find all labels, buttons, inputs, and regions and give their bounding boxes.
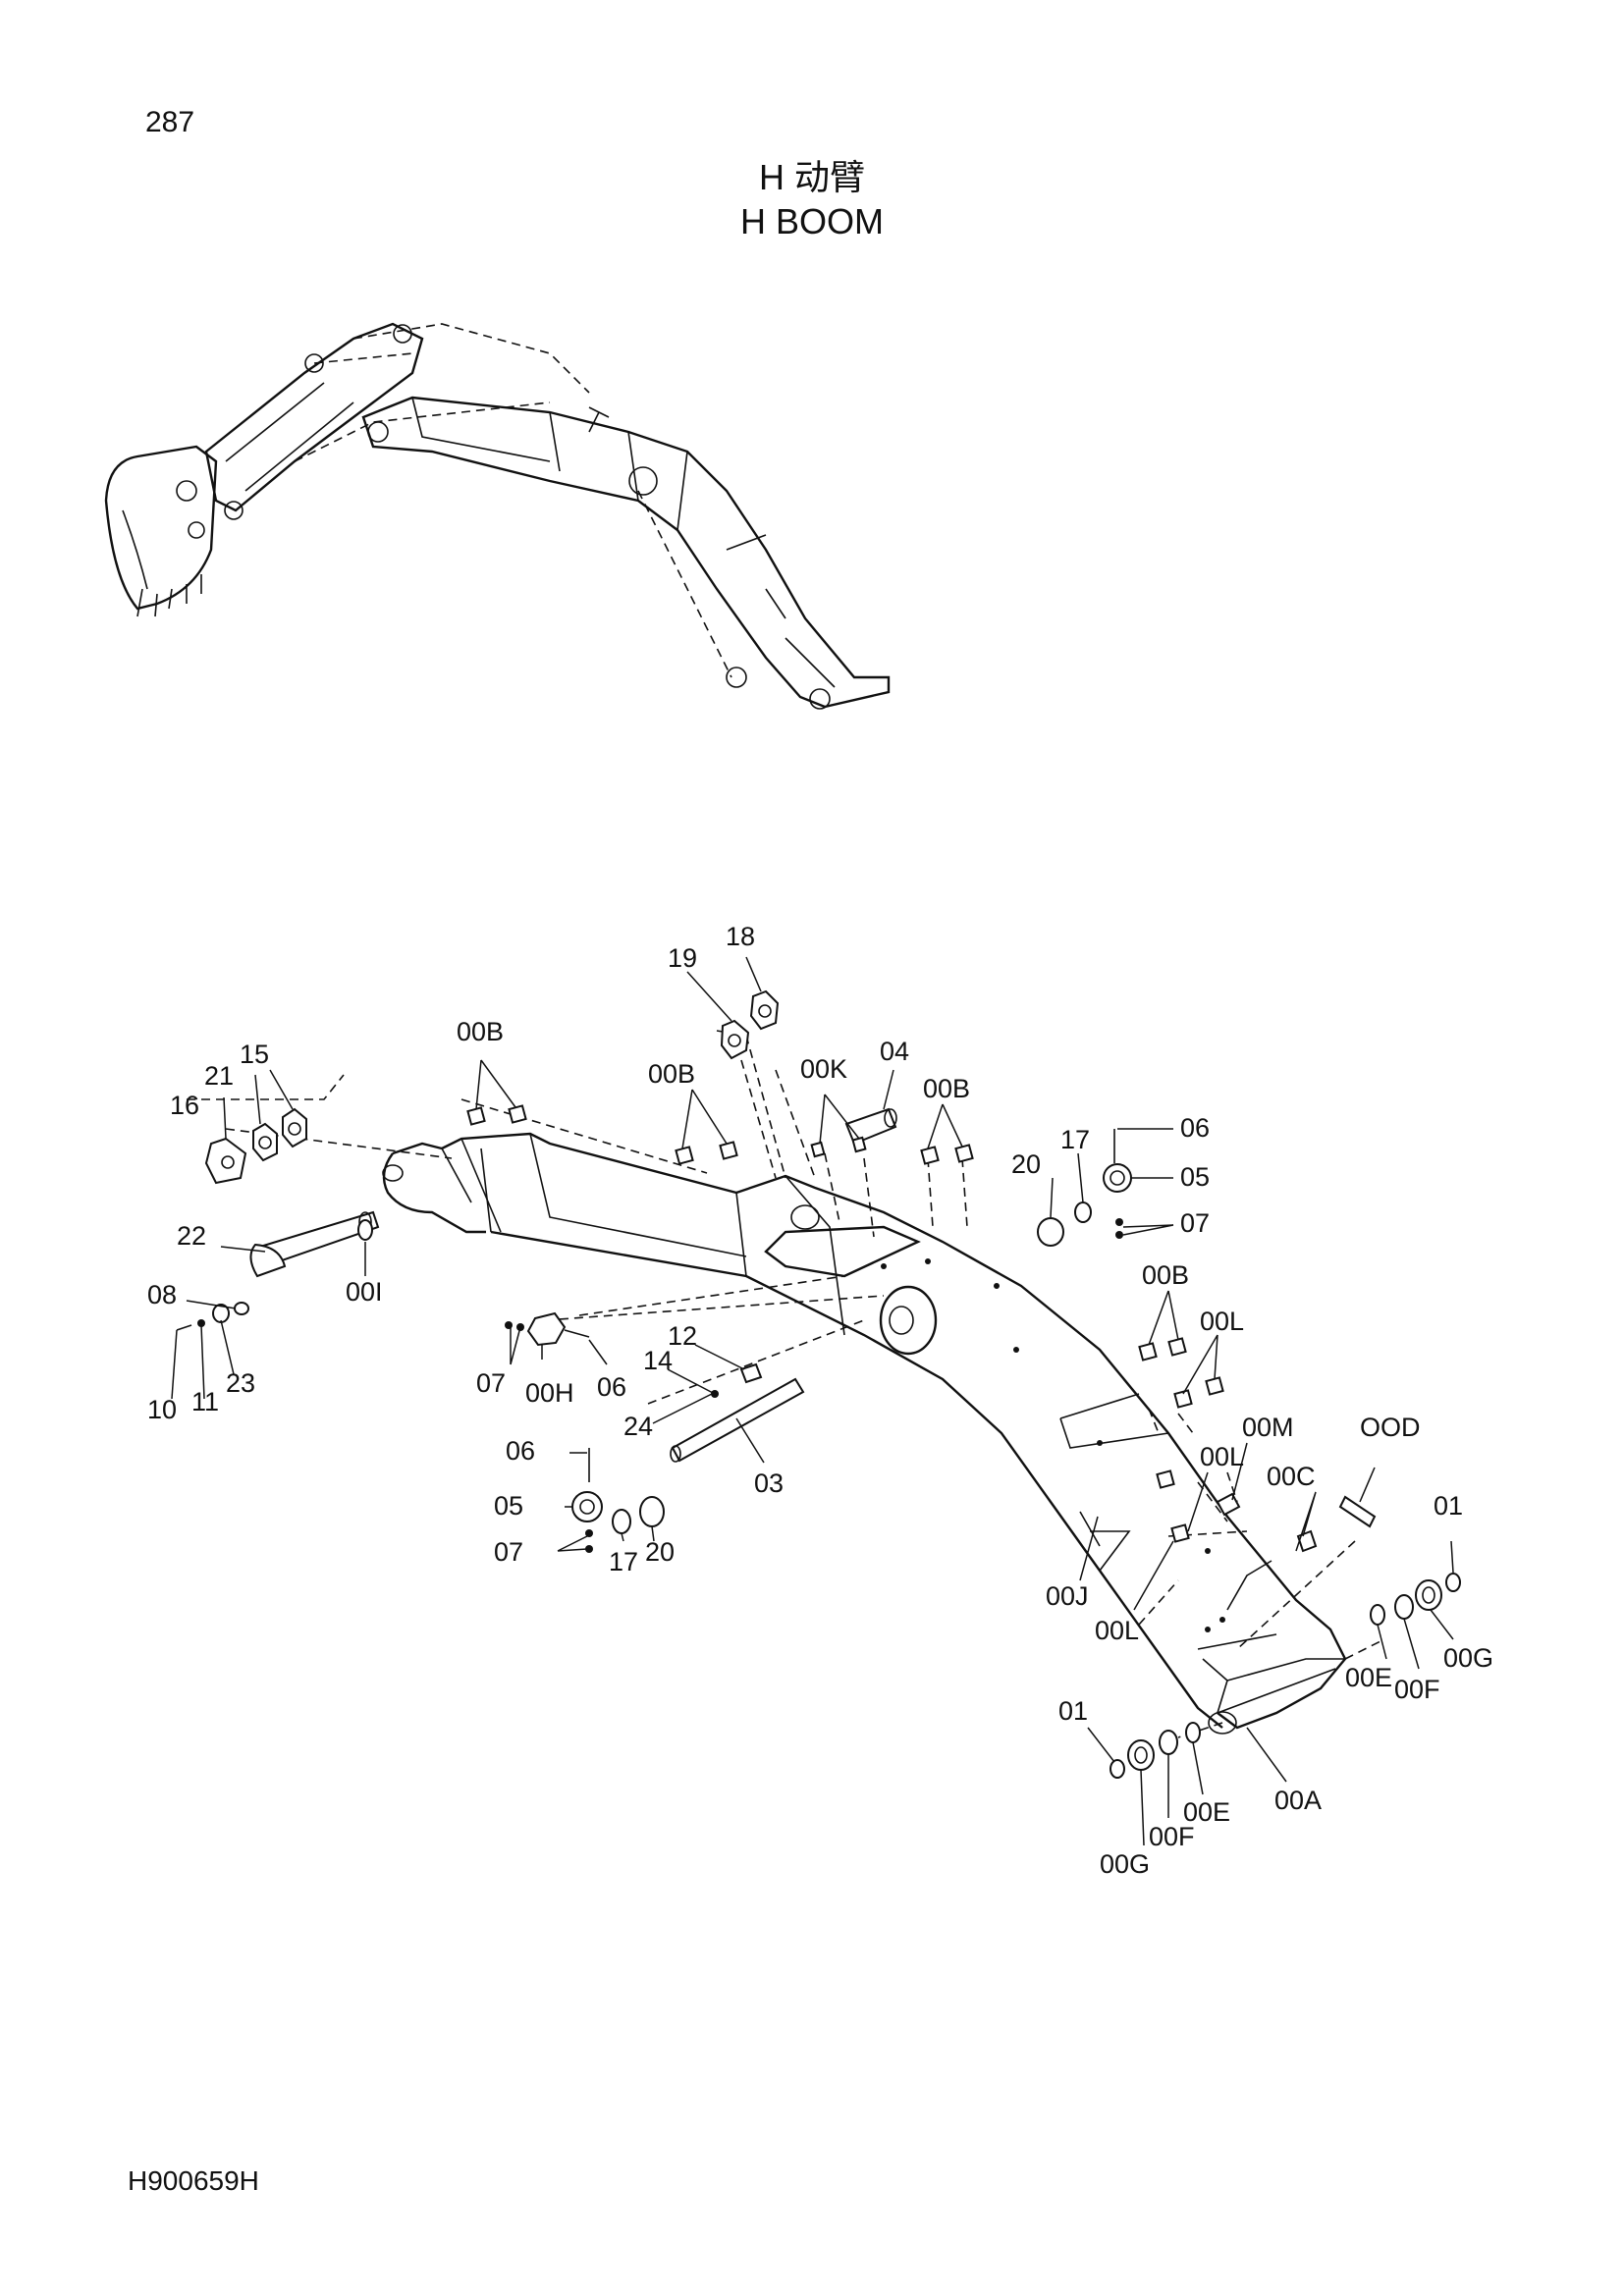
callout-00j: 00J: [1046, 1581, 1089, 1611]
callout-01: 01: [1434, 1491, 1463, 1521]
callout-00a: 00A: [1274, 1786, 1322, 1815]
boom-structure: [382, 1132, 1347, 1735]
callout-12: 12: [668, 1321, 697, 1351]
callout-11: 11: [191, 1387, 219, 1416]
callout-07: 07: [494, 1537, 523, 1567]
callout-00m: 00M: [1242, 1413, 1294, 1442]
page-title-english: H BOOM: [739, 201, 884, 241]
callout-00e: 00E: [1345, 1663, 1392, 1692]
callout-07: 07: [1180, 1208, 1210, 1238]
callout-ood: OOD: [1360, 1413, 1421, 1442]
callout-00g: 00G: [1443, 1643, 1493, 1673]
callout-14: 14: [643, 1346, 673, 1375]
callout-00f: 00F: [1149, 1822, 1195, 1851]
callout-00c: 00C: [1267, 1462, 1316, 1491]
loose-parts: [176, 989, 1461, 1779]
callout-07: 07: [476, 1368, 506, 1398]
callout-24: 24: [623, 1412, 653, 1441]
callout-10: 10: [147, 1395, 177, 1424]
callout-00k: 00K: [800, 1054, 847, 1084]
page-number: 287: [145, 106, 195, 138]
callout-22: 22: [177, 1221, 206, 1251]
callout-00e: 00E: [1183, 1797, 1230, 1827]
leader-lines: [171, 956, 1454, 1846]
callout-20: 20: [645, 1537, 675, 1567]
callout-19: 19: [668, 943, 697, 973]
callout-00i: 00I: [346, 1277, 383, 1307]
overview-bucket: [104, 445, 218, 617]
callout-21: 21: [204, 1061, 234, 1091]
callout-04: 04: [880, 1037, 909, 1066]
callout-18: 18: [726, 922, 755, 951]
callout-00l: 00L: [1200, 1307, 1244, 1336]
callout-15: 15: [240, 1040, 269, 1069]
callout-05: 05: [1180, 1162, 1210, 1192]
callout-00l: 00L: [1200, 1442, 1244, 1471]
callout-06: 06: [597, 1372, 626, 1402]
callout-08: 08: [147, 1280, 177, 1309]
callout-00l: 00L: [1095, 1616, 1139, 1645]
callout-03: 03: [754, 1468, 784, 1498]
overview-boom: [361, 396, 891, 710]
callout-00b: 00B: [1142, 1260, 1189, 1290]
callout-labels: 18 19 00B 00B 00K 04 00B 21 15 16 22 08 …: [147, 922, 1493, 1879]
callout-00h: 00H: [525, 1378, 574, 1408]
callout-17: 17: [609, 1547, 638, 1576]
callout-01: 01: [1058, 1696, 1088, 1726]
callout-05: 05: [494, 1491, 523, 1521]
page-title-chinese: H 动臂: [758, 157, 865, 197]
callout-00b: 00B: [648, 1059, 695, 1089]
callout-06: 06: [1180, 1113, 1210, 1143]
drawing-code: H900659H: [128, 2165, 259, 2196]
callout-00b: 00B: [923, 1074, 970, 1103]
callout-00g: 00G: [1100, 1849, 1150, 1879]
callout-06: 06: [506, 1436, 535, 1466]
callout-17: 17: [1060, 1125, 1090, 1154]
overview-arm: [204, 322, 590, 520]
callout-16: 16: [170, 1091, 199, 1120]
callout-00b: 00B: [457, 1017, 504, 1046]
callout-23: 23: [226, 1368, 255, 1398]
callout-20: 20: [1011, 1149, 1041, 1179]
callout-00f: 00F: [1394, 1675, 1440, 1704]
overview-illustration: [104, 322, 891, 710]
